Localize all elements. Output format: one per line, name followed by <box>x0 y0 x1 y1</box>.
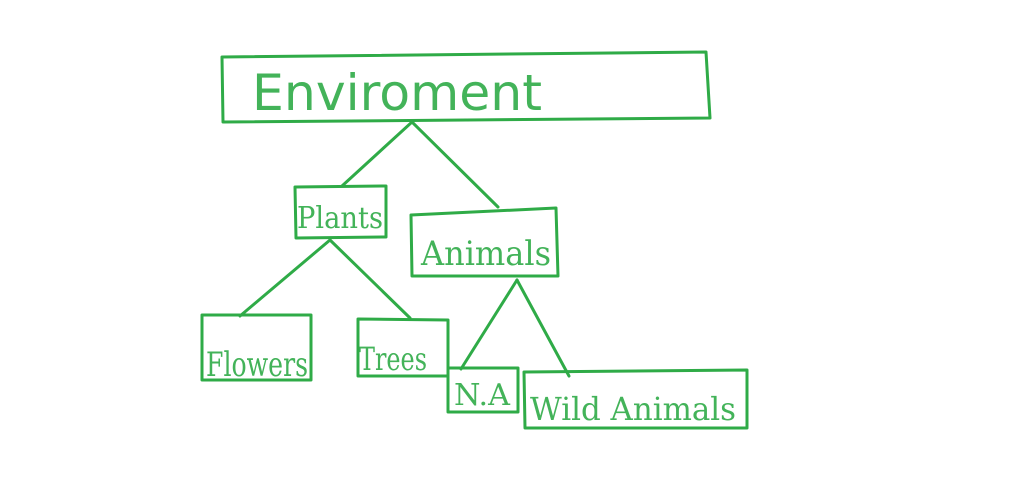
node-animals: Animals <box>409 206 560 278</box>
edge-animals-wild-animals <box>515 278 571 378</box>
node-root-label: Enviroment <box>252 64 542 122</box>
edge-animals-na <box>459 278 519 371</box>
node-wild-animals: Wild Animals <box>522 368 749 430</box>
node-trees: Trees <box>356 317 450 378</box>
node-wild-animals-label: Wild Animals <box>530 390 736 428</box>
node-na-box <box>446 366 520 414</box>
node-na-label: N.A <box>454 378 510 413</box>
edge-root-plants <box>340 120 414 188</box>
node-flowers-box <box>200 313 313 382</box>
node-plants-label: Plants <box>297 201 383 236</box>
node-trees-label: Trees <box>359 340 427 378</box>
node-na: N.A <box>446 366 520 414</box>
node-animals-box <box>409 206 560 278</box>
node-plants: Plants <box>293 184 388 240</box>
edge-plants-trees <box>328 238 412 320</box>
node-wild-animals-box <box>522 368 749 430</box>
node-root: Enviroment <box>220 50 712 124</box>
node-animals-label: Animals <box>420 234 551 274</box>
edge-root-animals <box>410 120 500 209</box>
node-flowers: Flowers <box>200 313 313 385</box>
node-plants-box <box>293 184 388 240</box>
connectors <box>238 120 571 378</box>
node-root-box <box>220 50 712 124</box>
edge-plants-flowers <box>238 238 332 318</box>
node-flowers-label: Flowers <box>206 345 308 385</box>
